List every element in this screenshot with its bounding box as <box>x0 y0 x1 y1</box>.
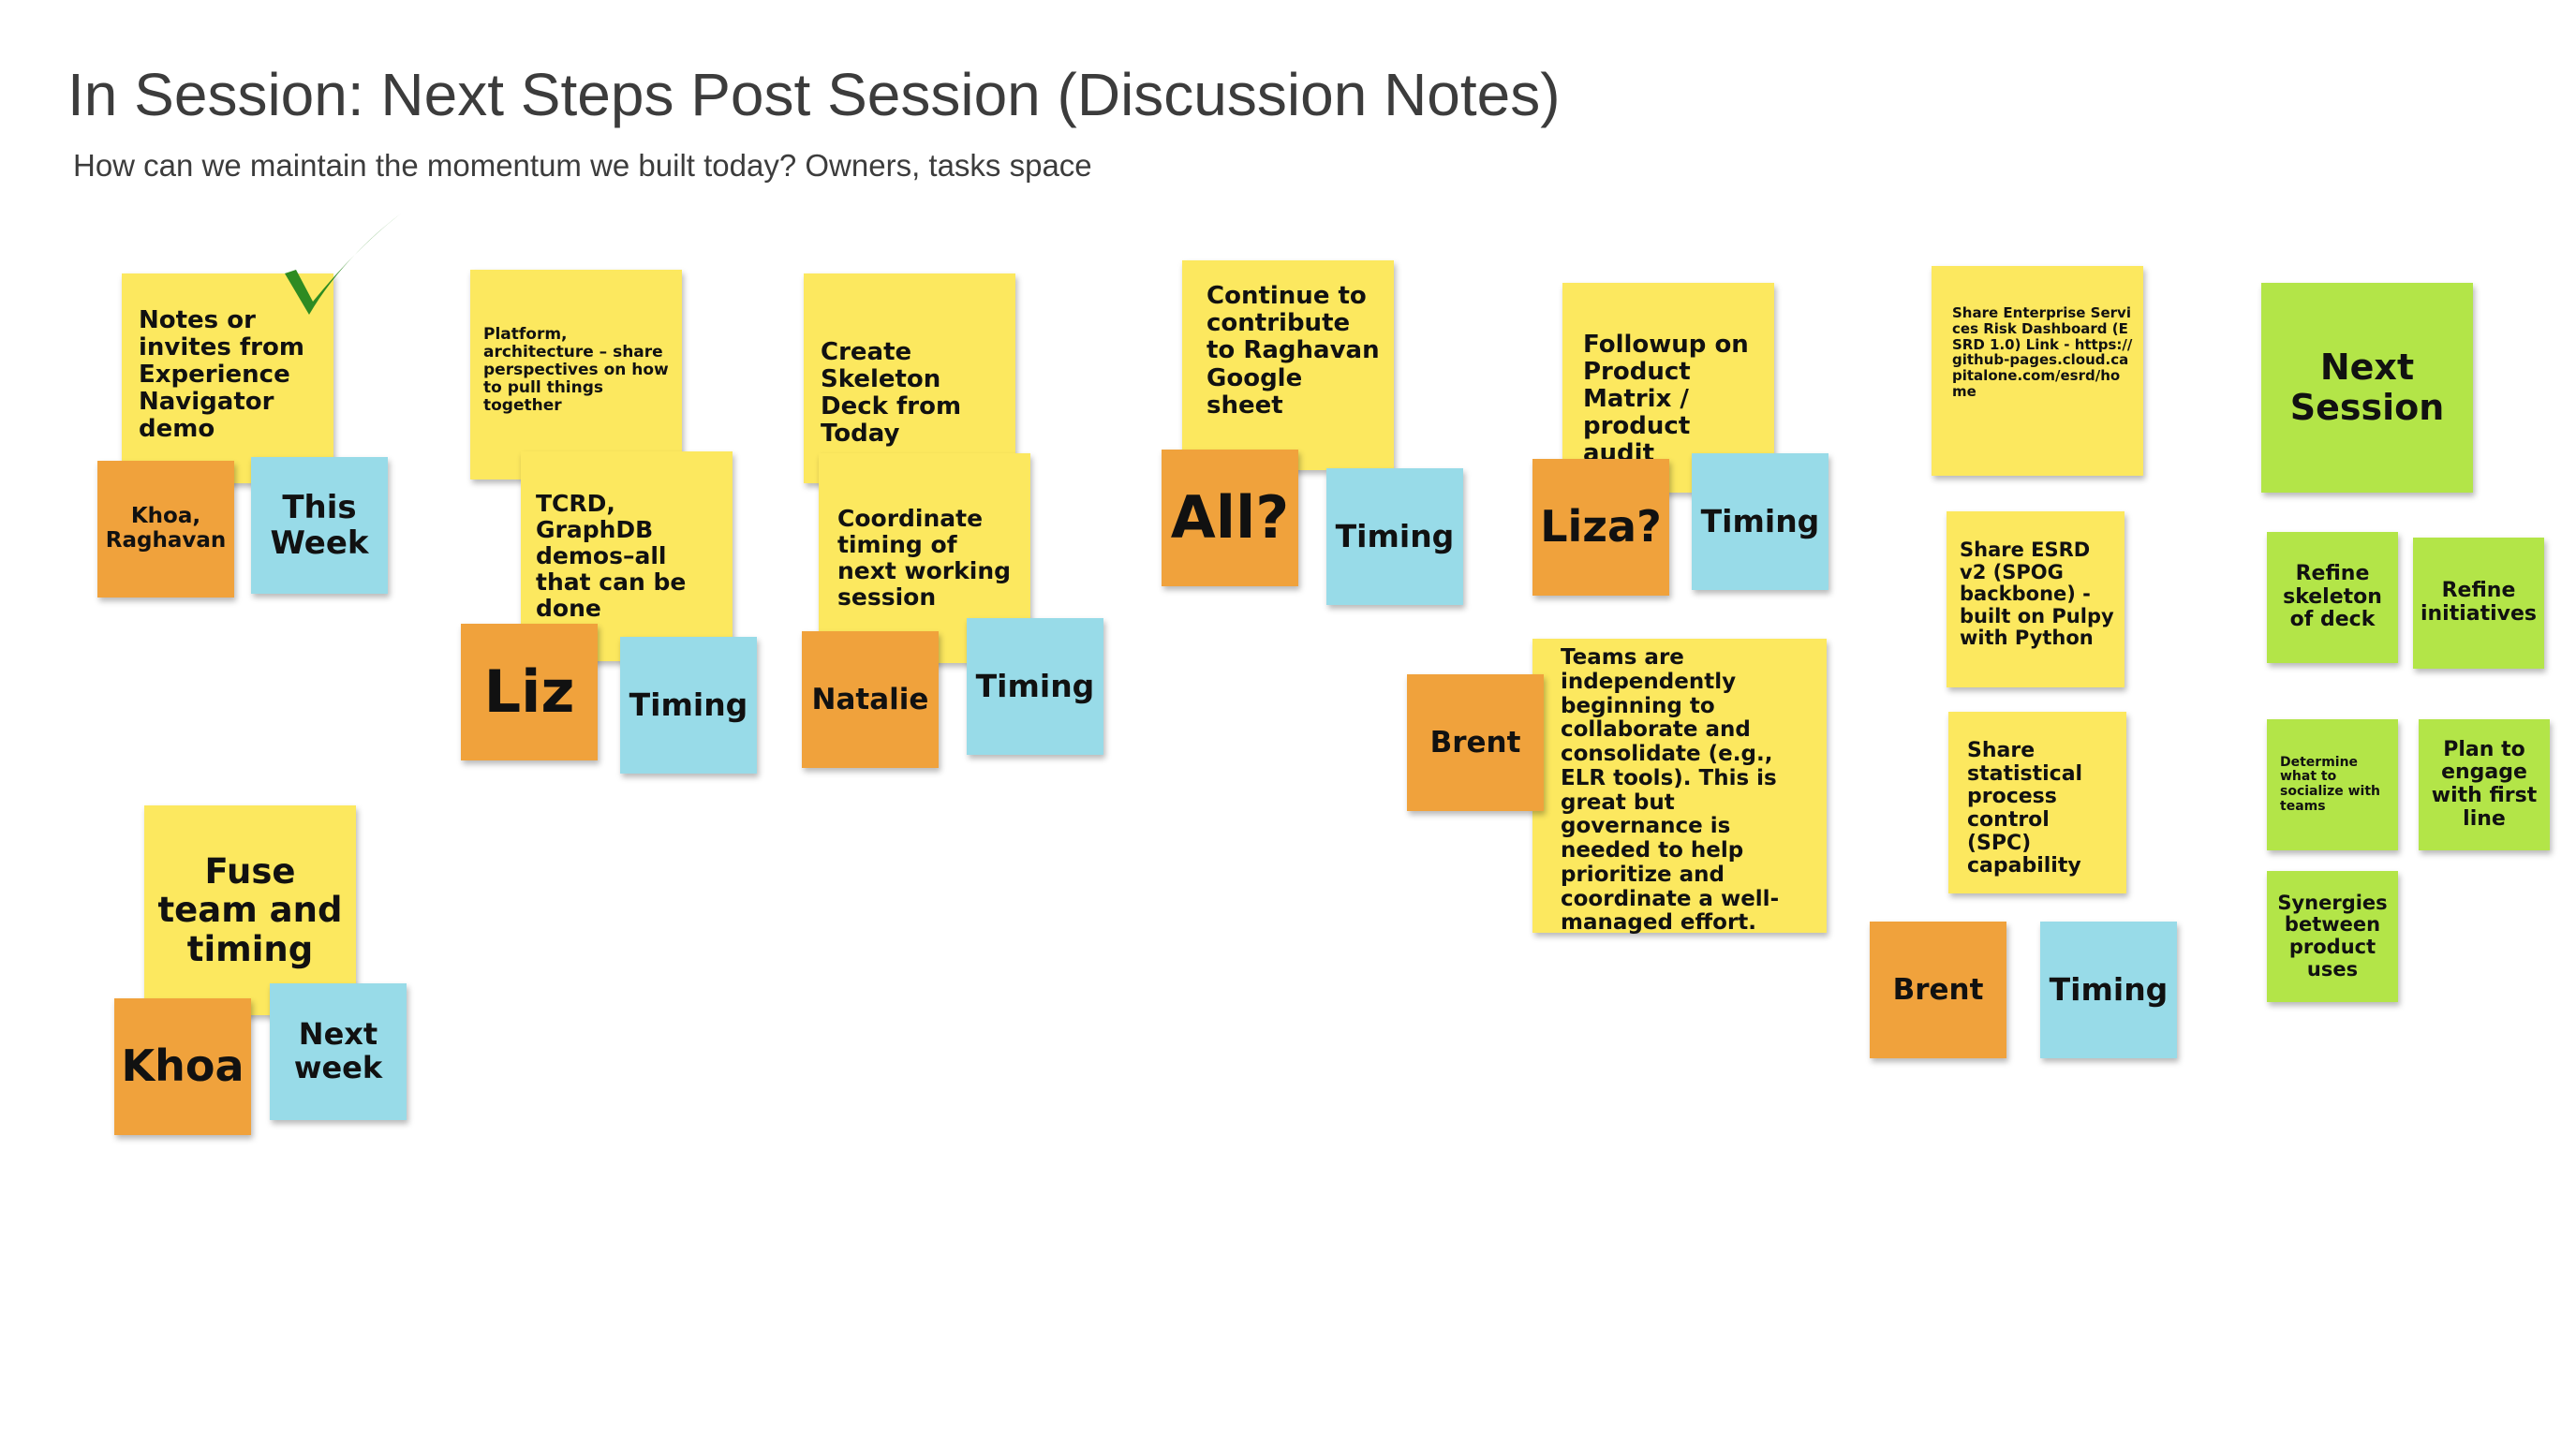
timing-note-text: Timing <box>629 686 748 723</box>
owner-note-text: Brent <box>1892 972 1984 1007</box>
owner-note[interactable]: Liza? <box>1532 459 1669 596</box>
owner-note[interactable]: Brent <box>1870 922 2006 1058</box>
task-note[interactable]: Platform, architecture – share perspecti… <box>470 270 682 480</box>
timing-note-text: Timing <box>1335 517 1455 554</box>
owner-note-text: Khoa <box>121 1040 244 1092</box>
task-note-text: Share ESRD v2 (SPOG backbone) - built on… <box>1960 539 2114 650</box>
task-note[interactable]: Continue to contribute to Raghavan Googl… <box>1182 260 1394 470</box>
timing-note[interactable]: Timing <box>620 637 757 774</box>
owner-note-text: Liza? <box>1540 501 1662 553</box>
next-session-item-note[interactable]: Plan to engage with first line <box>2419 719 2550 850</box>
next-session-item-text: Plan to engage with first line <box>2431 737 2538 831</box>
owner-note[interactable]: Natalie <box>802 631 939 768</box>
timing-note-text: Timing <box>2049 970 2169 1008</box>
timing-note[interactable]: Timing <box>2040 922 2177 1058</box>
next-session-item-note[interactable]: Determine what to socialize with teams <box>2267 719 2398 850</box>
task-note-text: Teams are independently beginning to col… <box>1561 645 1780 936</box>
next-session-item-text: Determine what to socialize with teams <box>2280 754 2381 814</box>
checkmark-icon <box>285 214 401 315</box>
task-note[interactable]: Teams are independently beginning to col… <box>1532 639 1827 936</box>
page-title: In Session: Next Steps Post Session (Dis… <box>67 61 1561 128</box>
timing-note-text: Timing <box>975 667 1095 704</box>
next-session-item-note[interactable]: Synergies between product uses <box>2267 871 2398 1002</box>
task-note[interactable]: Share statistical process control (SPC) … <box>1948 712 2126 893</box>
owner-note[interactable]: Khoa <box>114 998 251 1135</box>
task-note[interactable]: TCRD, GraphDB demos–all that can be done <box>521 451 733 661</box>
timing-note[interactable]: Timing <box>967 618 1103 755</box>
page-subtitle: How can we maintain the momentum we buil… <box>73 148 1092 183</box>
next-session-item-note[interactable]: Refine initiatives <box>2413 538 2544 669</box>
task-note-text: Followup on Product Matrix / product aud… <box>1583 331 1749 468</box>
timing-note[interactable]: This Week <box>251 457 388 594</box>
task-note-text: Share statistical process control (SPC) … <box>1967 739 2083 878</box>
task-note-text: Fuse team and timing <box>157 850 343 969</box>
next-session-item-text: Synergies between product uses <box>2277 891 2388 981</box>
task-note-text: Coordinate timing of next working sessio… <box>837 505 1012 611</box>
task-note[interactable]: Share Enterprise Services Risk Dashboard… <box>1932 266 2143 476</box>
timing-note[interactable]: Timing <box>1692 453 1828 590</box>
task-note[interactable]: Followup on Product Matrix / product aud… <box>1562 283 1774 493</box>
owner-note-text: Khoa, Raghavan <box>105 504 227 553</box>
owner-note[interactable]: Khoa, Raghavan <box>97 461 234 598</box>
task-note-text: Notes or invites from Experience Navigat… <box>139 306 304 444</box>
owner-note-text: All? <box>1170 483 1290 553</box>
timing-note-text: Timing <box>1700 502 1820 539</box>
timing-note[interactable]: Next week <box>270 983 407 1120</box>
owner-note[interactable]: Liz <box>461 624 598 760</box>
next-session-item-text: Refine initiatives <box>2420 579 2538 626</box>
timing-note-text: This Week <box>270 488 369 562</box>
task-note-text: Continue to contribute to Raghavan Googl… <box>1207 282 1380 420</box>
owner-note-text: Natalie <box>811 682 929 716</box>
timing-note-text: Next week <box>293 1016 383 1085</box>
task-note[interactable]: Notes or invites from Experience Navigat… <box>122 273 333 483</box>
timing-note[interactable]: Timing <box>1326 468 1463 605</box>
task-note-text: TCRD, GraphDB demos–all that can be done <box>536 490 687 622</box>
task-note[interactable]: Create Skeleton Deck from Today <box>804 273 1015 483</box>
owner-note[interactable]: All? <box>1162 450 1298 586</box>
task-note-text: Platform, architecture – share perspecti… <box>483 325 669 416</box>
task-note[interactable]: Fuse team and timing <box>144 805 356 1015</box>
task-note-text: Share Enterprise Services Risk Dashboard… <box>1952 304 2133 400</box>
next-session-item-note[interactable]: Refine skeleton of deck <box>2267 532 2398 663</box>
task-note[interactable]: Share ESRD v2 (SPOG backbone) - built on… <box>1947 511 2124 687</box>
next-session-item-text: Refine skeleton of deck <box>2283 562 2382 632</box>
task-note-text: Create Skeleton Deck from Today <box>821 338 962 449</box>
next-session-header-text: Next Session <box>2289 347 2445 428</box>
owner-note-text: Brent <box>1429 725 1521 760</box>
owner-note-text: Liz <box>483 657 575 727</box>
owner-note[interactable]: Brent <box>1407 674 1544 811</box>
next-session-header-note[interactable]: Next Session <box>2261 283 2473 493</box>
